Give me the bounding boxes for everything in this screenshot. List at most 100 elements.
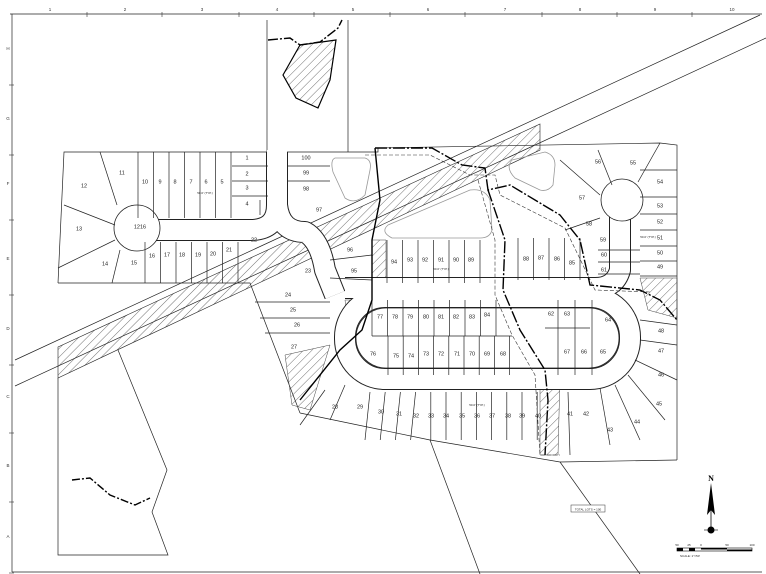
lot-number-35: 35 (459, 413, 465, 419)
lot-number-54: 54 (657, 179, 663, 185)
lot-number-56: 56 (595, 159, 601, 165)
lot-number-67: 67 (564, 349, 570, 355)
open-space-areas (331, 151, 556, 239)
lot-number-15: 15 (131, 260, 137, 266)
total-lots-text: TOTAL LOTS = 100 (575, 508, 602, 512)
column-label: 5 (352, 7, 355, 12)
column-label: 7 (504, 7, 507, 12)
lot-number-1: 1 (245, 155, 248, 161)
lot-number-31: 31 (396, 411, 402, 417)
lot-number-83: 83 (469, 314, 475, 320)
lot-number-62: 62 (548, 311, 554, 317)
lot-number-44: 44 (634, 419, 640, 425)
column-label: 9 (654, 7, 657, 12)
lot-number-52: 52 (657, 219, 663, 225)
lot-line (597, 149, 613, 186)
lot-line (559, 159, 601, 196)
lot-number-94: 94 (391, 259, 397, 265)
scale-tick-3: 50 (725, 543, 729, 547)
lot-number-100: 100 (301, 155, 310, 161)
lot-line (395, 391, 401, 441)
lot-number-81: 81 (438, 314, 444, 320)
lot-number-46: 46 (658, 372, 664, 378)
typical-width-note-4: 50.0' (TYP.) (640, 235, 656, 239)
north-label: N (708, 474, 714, 483)
lot-line (410, 391, 416, 441)
lot-line (379, 391, 386, 441)
lot-line (63, 204, 116, 226)
lot-number-48: 48 (658, 328, 664, 334)
lot-line (639, 339, 678, 346)
scale-tick-1: 25 (687, 543, 691, 547)
lot-number-68: 68 (500, 351, 506, 357)
lot-number-22: 22 (251, 237, 257, 243)
lot-number-32: 32 (413, 413, 419, 419)
lot-number-29: 29 (357, 404, 363, 410)
scale-tick-0: 50 (675, 543, 679, 547)
column-label: 10 (729, 7, 735, 12)
lot-number-80: 80 (423, 314, 429, 320)
lot-number-23: 23 (305, 268, 311, 274)
column-label: 8 (579, 7, 582, 12)
lot-number-49: 49 (657, 264, 663, 270)
row-label: C (6, 394, 10, 399)
lot-number-85: 85 (569, 260, 575, 266)
lot-line (299, 389, 326, 426)
lot-line (614, 384, 641, 441)
lot-number-1216: 1216 (134, 224, 146, 230)
column-label: 4 (276, 7, 279, 12)
lot-number-53: 53 (657, 203, 663, 209)
lot-line (637, 142, 661, 183)
lot-number-66: 66 (581, 349, 587, 355)
lot-lines (57, 142, 678, 456)
lot-number-82: 82 (453, 314, 459, 320)
lot-line (329, 254, 373, 261)
lot-number-41: 41 (567, 411, 573, 417)
lot-number-33: 33 (428, 413, 434, 419)
lot-number-76: 76 (370, 351, 376, 357)
lot-number-88: 88 (523, 256, 529, 262)
lot-number-16: 16 (149, 253, 155, 259)
row-label: A (6, 534, 9, 539)
lot-number-30: 30 (378, 409, 384, 415)
lot-number-19: 19 (195, 252, 201, 258)
lot-number-34: 34 (443, 413, 449, 419)
lot-number-12: 12 (81, 183, 87, 189)
lot-line (57, 239, 116, 269)
lot-number-28: 28 (332, 404, 338, 410)
lot-number-51: 51 (657, 235, 663, 241)
lot-number-64: 64 (605, 317, 611, 323)
scale-tick-4: 100 (749, 543, 754, 547)
lot-number-11: 11 (119, 170, 125, 176)
lot-number-91: 91 (438, 257, 444, 263)
lot-number-93: 93 (407, 257, 413, 263)
scale-tick-2: 0 (700, 543, 702, 547)
lot-number-69: 69 (484, 351, 490, 357)
lot-line (567, 391, 571, 456)
lot-line (627, 374, 666, 421)
lot-number-99: 99 (303, 170, 309, 176)
lot-number-17: 17 (164, 252, 170, 258)
row-label: G (6, 116, 10, 121)
typical-width-note-1: 50.0' (TYP.) (197, 191, 213, 195)
lot-line (111, 249, 121, 284)
lot-number-45: 45 (656, 401, 662, 407)
lot-number-79: 79 (407, 314, 413, 320)
lot-line (99, 151, 118, 206)
lot-number-38: 38 (505, 413, 511, 419)
lot-number-55: 55 (630, 160, 636, 166)
scale-bar: 50 25 0 50 100 SCALE: 1"=50' (675, 543, 755, 558)
lot-number-4: 4 (245, 201, 248, 207)
lot-number-3: 3 (245, 185, 248, 191)
lot-number-25: 25 (290, 307, 296, 313)
lot-number-5: 5 (220, 179, 223, 185)
lot-number-86: 86 (554, 256, 560, 262)
lot-number-21: 21 (226, 247, 232, 253)
lot-number-61: 61 (601, 267, 607, 273)
lot-number-20: 20 (210, 251, 216, 257)
lot-number-2: 2 (245, 171, 248, 177)
typical-width-note-3: 50.0' (TYP.) (469, 403, 485, 407)
